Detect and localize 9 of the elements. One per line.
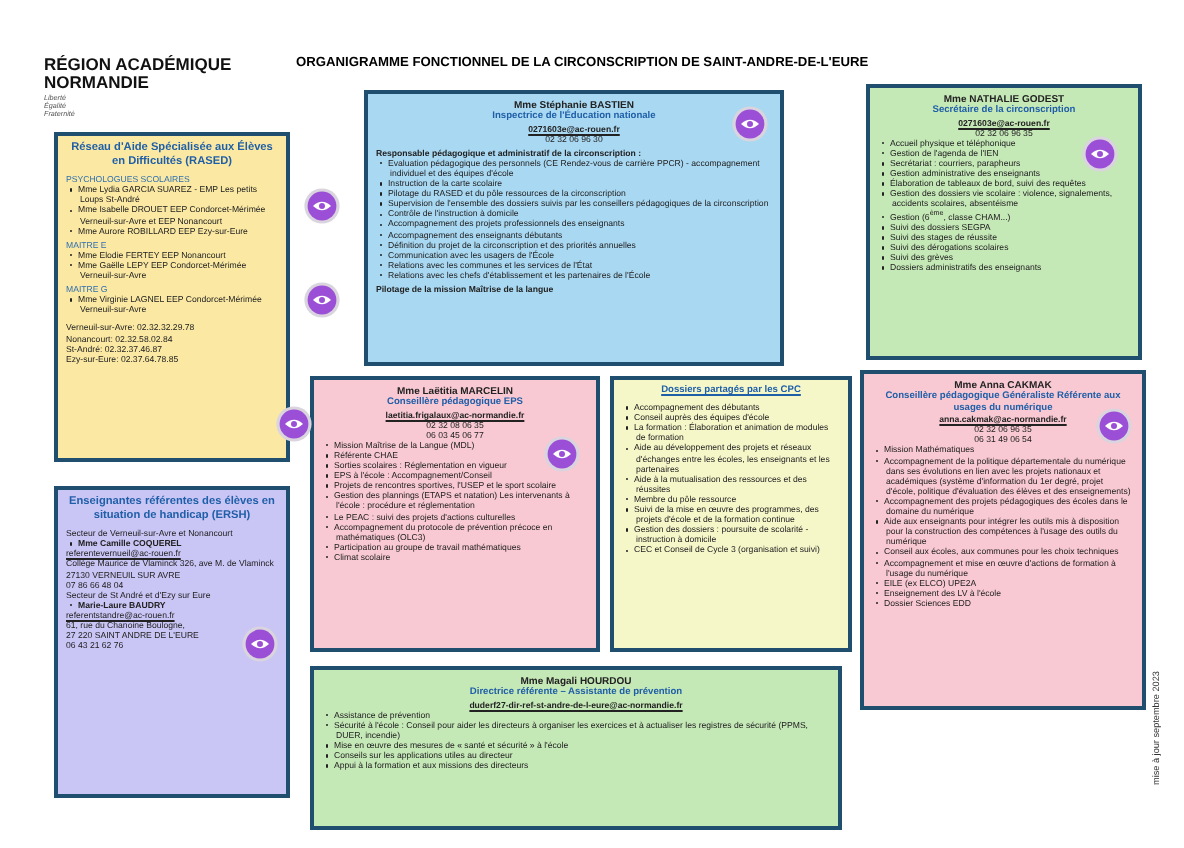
- info-card: [54, 132, 290, 462]
- info-card: [610, 376, 852, 652]
- info-card: [860, 370, 1146, 710]
- info-card: [364, 90, 784, 366]
- info-card: [54, 486, 290, 798]
- info-card: [310, 376, 600, 652]
- info-card: [310, 666, 842, 830]
- info-card: [866, 84, 1142, 360]
- region-name: RÉGION ACADÉMIQUE NORMANDIE: [44, 56, 234, 92]
